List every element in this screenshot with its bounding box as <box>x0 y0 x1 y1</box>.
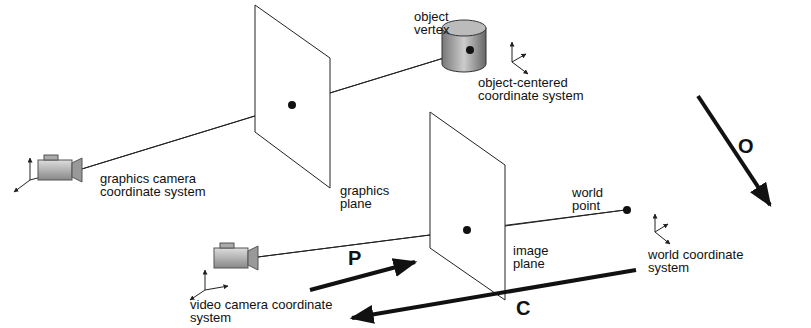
callout-label: world point <box>572 186 622 212</box>
plane-label: graphics plane <box>340 184 410 210</box>
frame-label: object-centered coordinate system <box>478 76 608 102</box>
plane-label: image plane <box>513 244 573 270</box>
callout-label: object vertex <box>414 10 460 36</box>
frame-label: world coordinate system <box>648 248 768 274</box>
transform-label: P <box>348 248 372 268</box>
frame-label: graphics camera coordinate system <box>100 172 240 198</box>
transform-label: C <box>516 298 540 318</box>
transform-label: O <box>738 136 762 156</box>
frame-label: video camera coordinate system <box>190 298 340 324</box>
